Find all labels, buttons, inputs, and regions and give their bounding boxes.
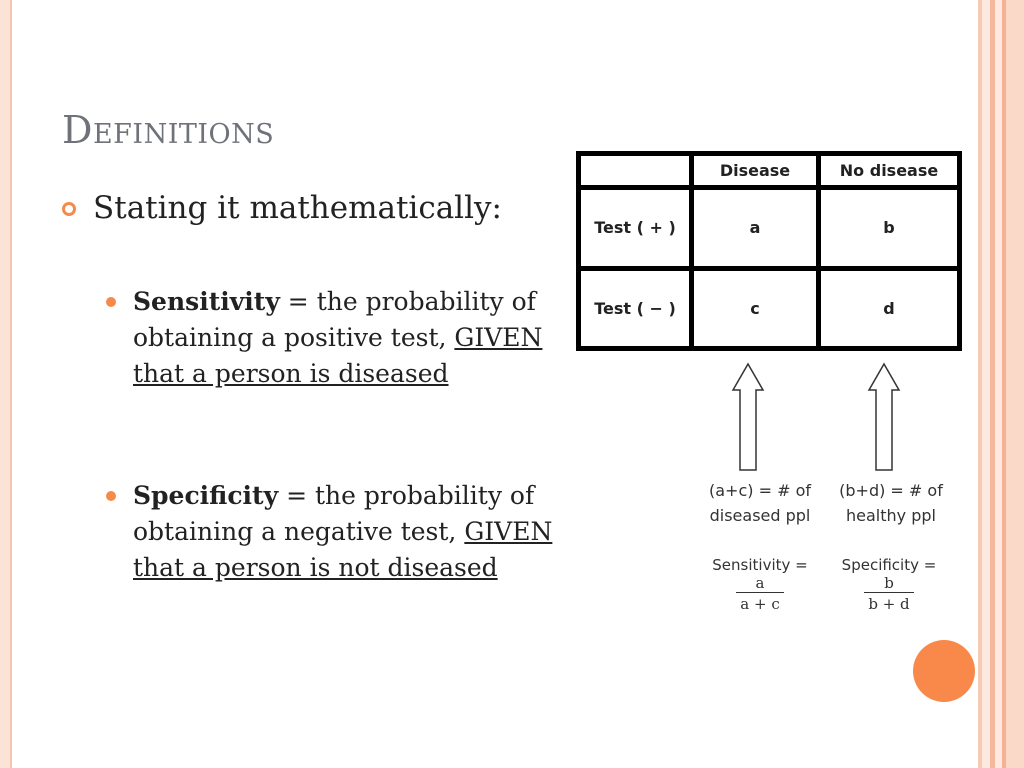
table-row-label: Test ( + ) — [576, 185, 694, 271]
specificity-bullet: Specificity = the probability of obtaini… — [106, 478, 553, 586]
right-frame-stripe — [1002, 0, 1006, 768]
decorative-circle — [913, 640, 975, 702]
specificity-definition: = the probability of obtaining a negativ… — [133, 481, 535, 546]
level1-bullet: Stating it mathematically: — [62, 188, 532, 228]
level1-text: Stating it mathematically: — [93, 190, 502, 226]
table-header-cell: No disease — [816, 151, 962, 190]
contingency-table: Disease No disease Test ( + ) a b Test (… — [576, 151, 962, 351]
fraction: b b + d — [864, 574, 914, 613]
table-row-label: Test ( − ) — [576, 265, 694, 351]
sensitivity-bullet: Sensitivity = the probability of obtaini… — [106, 284, 553, 392]
arrows-diagram — [731, 362, 901, 471]
right-frame-stripe — [978, 0, 982, 768]
sensitivity-formula: Sensitivity = a a + c — [712, 556, 808, 613]
up-arrow-icon — [867, 362, 901, 471]
dot-bullet-icon — [106, 297, 116, 307]
table-header-cell: Disease — [689, 151, 821, 190]
left-frame-line — [10, 0, 12, 768]
left-frame-band — [0, 0, 10, 768]
table-row: Test ( − ) c d — [576, 265, 962, 351]
specificity-given: GIVEN that a person is not diseased — [133, 517, 553, 582]
sensitivity-given: GIVEN that a person is diseased — [133, 323, 543, 388]
table-cell: c — [689, 265, 821, 351]
fraction: a a + c — [736, 574, 784, 613]
table-cell: d — [816, 265, 962, 351]
slide-title: Definitions — [62, 108, 275, 152]
healthy-count-label: (b+d) = # of healthy ppl — [839, 481, 943, 525]
right-frame-stripe — [1006, 0, 1024, 768]
table-header-cell — [576, 151, 694, 190]
right-frame-stripe — [990, 0, 995, 768]
up-arrow-icon — [731, 362, 765, 471]
sensitivity-term: Sensitivity — [133, 287, 280, 316]
table-row: Test ( + ) a b — [576, 185, 962, 271]
ring-bullet-icon — [62, 202, 76, 216]
sensitivity-definition: = the probability of obtaining a positiv… — [133, 287, 536, 352]
dot-bullet-icon — [106, 491, 116, 501]
table-cell: a — [689, 185, 821, 271]
specificity-formula: Specificity = b b + d — [841, 556, 937, 613]
right-frame-stripe — [982, 0, 990, 768]
table-cell: b — [816, 185, 962, 271]
diseased-count-label: (a+c) = # of diseased ppl — [709, 481, 811, 525]
right-frame-stripe — [995, 0, 1002, 768]
specificity-term: Specificity — [133, 481, 279, 510]
